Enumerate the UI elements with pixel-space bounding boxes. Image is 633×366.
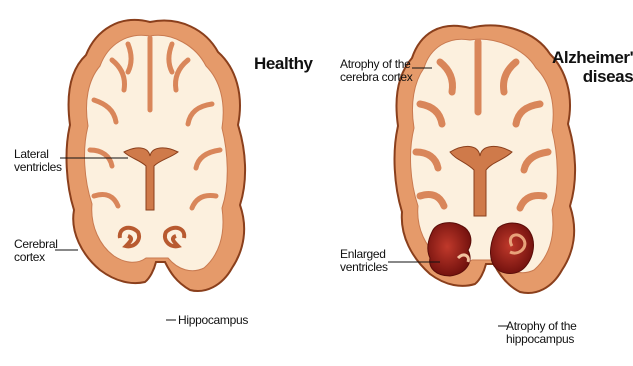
label-atrophy-hippocampus: Atrophy of the hippocampus bbox=[506, 320, 577, 346]
label-cerebral-cortex: Cerebral cortex bbox=[14, 238, 58, 264]
alzheimers-title-line2: disease bbox=[578, 67, 633, 86]
label-enlarged-ventricles: Enlarged ventricles bbox=[340, 248, 388, 274]
label-hippocampus: Hippocampus bbox=[178, 314, 248, 327]
label-enlarged-ventricles-line2: ventricles bbox=[340, 261, 388, 274]
label-atrophy-cortex-line2: cerebra cortex bbox=[340, 71, 413, 84]
healthy-brain bbox=[67, 20, 246, 291]
alzheimers-brain bbox=[395, 26, 576, 293]
label-lateral-ventricles: Lateral ventricles bbox=[14, 148, 62, 174]
label-cerebral-cortex-line2: cortex bbox=[14, 251, 58, 264]
alzheimers-title-line1: Alzheimer's bbox=[552, 48, 633, 67]
healthy-title: Healthy bbox=[254, 54, 313, 73]
label-lateral-ventricles-line2: ventricles bbox=[14, 161, 62, 174]
alzheimers-title: Alzheimer's disease bbox=[552, 48, 633, 86]
ad-enlarged-ventricle-left bbox=[428, 223, 471, 276]
label-atrophy-cortex: Atrophy of the cerebra cortex bbox=[340, 58, 413, 84]
label-atrophy-hippocampus-line2: hippocampus bbox=[506, 333, 577, 346]
